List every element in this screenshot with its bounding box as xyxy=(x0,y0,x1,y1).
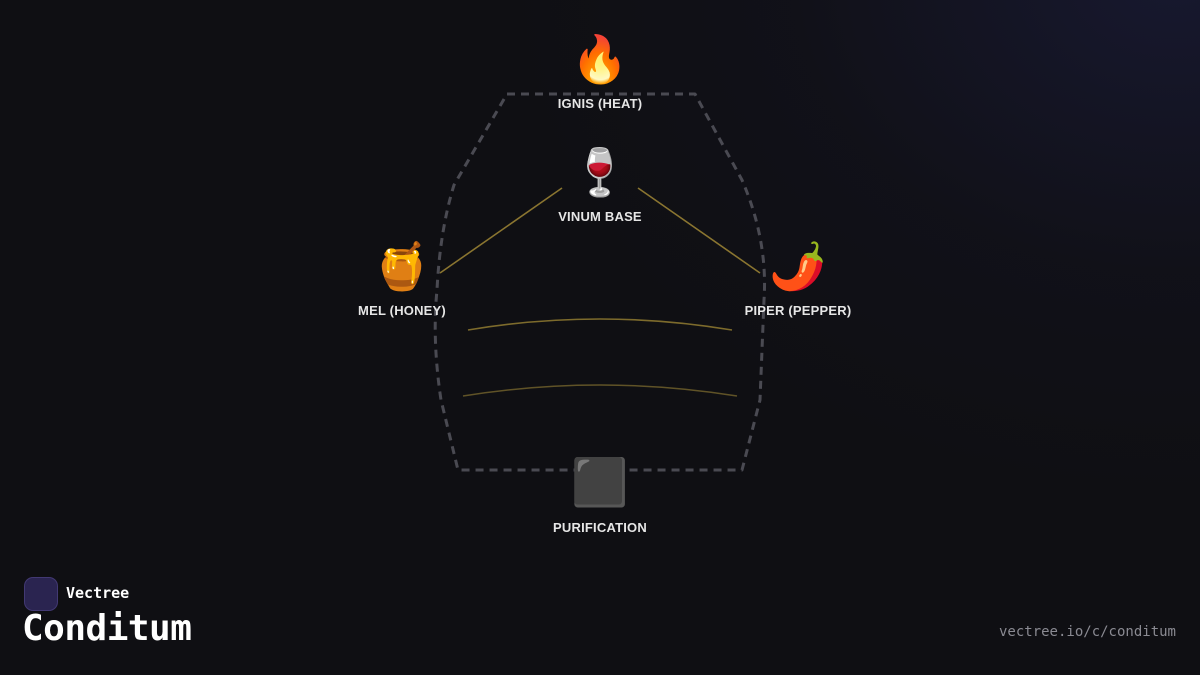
liquid-surface-line-upper xyxy=(467,318,733,331)
node-label-purification: PURIFICATION xyxy=(553,520,647,535)
vessel-outline xyxy=(433,92,766,472)
chili-pepper-icon: 🌶️ xyxy=(769,239,827,293)
fire-icon: 🔥 xyxy=(571,32,629,86)
connector-wine-honey xyxy=(439,187,563,274)
vectree-logo-icon xyxy=(24,577,58,611)
connector-wine-pepper xyxy=(637,187,761,274)
black-square-icon: ⬛ xyxy=(571,455,629,509)
node-label-pepper: PIPER (PEPPER) xyxy=(744,303,852,318)
brand-name: Vectree xyxy=(66,584,130,602)
node-label-heat: IGNIS (HEAT) xyxy=(557,96,643,111)
wine-glass-icon: 🍷 xyxy=(571,145,629,199)
page-url[interactable]: vectree.io/c/conditum xyxy=(998,624,1176,640)
node-label-honey: MEL (HONEY) xyxy=(358,303,446,318)
node-label-wine: VINUM BASE xyxy=(558,209,642,224)
honey-pot-icon: 🍯 xyxy=(373,239,431,293)
page-title: Conditum xyxy=(22,608,192,649)
liquid-surface-line-lower xyxy=(462,384,738,397)
